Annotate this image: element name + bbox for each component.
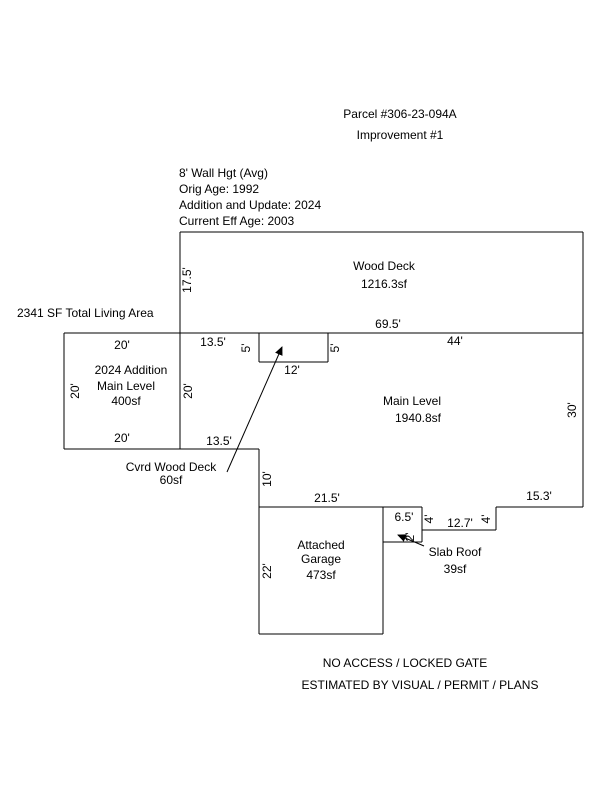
slab-roof-area: 39sf [444, 562, 467, 576]
garage-label-line2: Garage [301, 552, 341, 566]
effective-age: Current Eff Age: 2003 [179, 214, 295, 228]
garage-outline [258, 507, 384, 635]
dim-addition-right: 20' [181, 383, 195, 399]
addition-label-line1: 2024 Addition [95, 363, 168, 377]
addition-outline [63, 333, 259, 450]
covered-deck-outline [258, 333, 329, 363]
dim-covered-right: 5' [328, 344, 342, 353]
orig-age: Orig Age: 1992 [179, 182, 259, 196]
wall-height: 8' Wall Hgt (Avg) [179, 166, 268, 180]
dim-main-top-right: 44' [447, 334, 463, 348]
slab-roof-label: Slab Roof [429, 545, 482, 559]
dim-addition-top: 20' [114, 338, 130, 352]
addition-area: 400sf [111, 394, 141, 408]
wood-deck-label: Wood Deck [353, 259, 416, 273]
dim-deck-width: 69.5' [375, 317, 401, 331]
addition-year: Addition and Update: 2024 [179, 198, 321, 212]
dim-main-right: 30' [565, 402, 579, 418]
garage-area: 473sf [306, 568, 336, 582]
wood-deck-area: 1216.3sf [361, 277, 408, 291]
dim-addition-left: 20' [68, 383, 82, 399]
dim-slab-top: 6.5' [395, 510, 414, 524]
dim-slab-side: 2' [403, 533, 417, 542]
estimation-note: ESTIMATED BY VISUAL / PERMIT / PLANS [302, 678, 539, 692]
dim-notch-left: 4' [422, 515, 436, 524]
dim-main-top-left: 13.5' [200, 335, 226, 349]
dim-covered-left: 5' [239, 344, 253, 353]
main-level-area: 1940.8sf [395, 411, 442, 425]
dim-covered-bottom: 12' [284, 363, 300, 377]
total-living-area: 2341 SF Total Living Area [17, 306, 154, 320]
slab-roof-leader-arrow [397, 534, 425, 547]
covered-deck-leader-arrow [226, 346, 283, 473]
parcel-number: Parcel #306-23-094A [343, 107, 456, 121]
dim-deck-side: 17.5' [180, 267, 194, 293]
improvement-number: Improvement #1 [357, 128, 444, 142]
dim-main-step: 10' [260, 471, 274, 487]
garage-label-line1: Attached [297, 538, 344, 552]
dim-main-bottom-right: 15.3' [526, 489, 552, 503]
covered-deck-area: 60sf [160, 473, 183, 487]
main-level-outline [258, 333, 584, 531]
main-level-label: Main Level [383, 394, 441, 408]
addition-label-line2: Main Level [97, 379, 155, 393]
dim-main-mid-left: 13.5' [206, 434, 232, 448]
covered-deck-label: Cvrd Wood Deck [126, 460, 217, 474]
dim-notch-right: 4' [479, 515, 493, 524]
dim-garage-left: 22' [260, 563, 274, 579]
dim-notch-bottom: 12.7' [447, 516, 473, 530]
dim-addition-bottom: 20' [114, 431, 130, 445]
access-note: NO ACCESS / LOCKED GATE [323, 656, 487, 670]
dim-garage-top: 21.5' [314, 491, 340, 505]
wood-deck-outline [179, 231, 584, 333]
